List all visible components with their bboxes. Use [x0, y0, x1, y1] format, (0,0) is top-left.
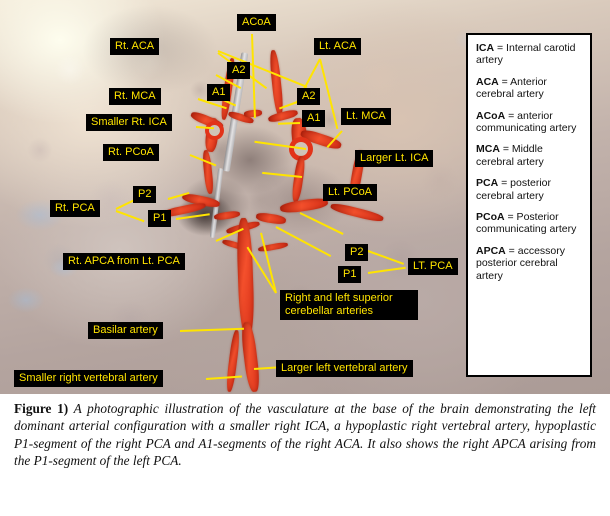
label-rt-apca: Rt. APCA from Lt. PCA [63, 253, 185, 270]
label-a1-right: A1 [302, 110, 326, 127]
legend-def-apca: = accessory posterior cerebral artery [476, 244, 565, 282]
legend-abbr-acoa: ACoA [476, 109, 506, 122]
legend-entry-aca: ACA = Anterior cerebral artery [476, 76, 582, 101]
label-rt-mca: Rt. MCA [109, 88, 161, 105]
legend-def-mca: = Middle cerebral artery [476, 143, 544, 168]
legend-abbr-aca: ACA [476, 75, 499, 88]
label-rt-aca: Rt. ACA [110, 38, 160, 55]
figure-caption-label: Figure 1) [14, 401, 69, 416]
legend-entry-mca: MCA = Middle cerebral artery [476, 143, 582, 168]
legend-abbr-mca: MCA [476, 143, 500, 156]
legend-abbr-apca: APCA [476, 244, 506, 257]
label-rt-pcoa: Rt. PCoA [103, 144, 159, 161]
label-lt-pcoa: Lt. PCoA [323, 184, 378, 201]
label-p2-left: P2 [133, 186, 157, 203]
label-p1-right: P1 [338, 266, 362, 283]
label-p2-right: P2 [345, 244, 369, 261]
label-lt-mca: Lt. MCA [341, 108, 391, 125]
label-smaller-right-vertebral: Smaller right vertebral artery [14, 370, 163, 387]
legend-entry-acoa: ACoA = anterior communicating artery [476, 110, 582, 135]
label-a2-left: A2 [227, 62, 251, 79]
label-lt-pca: LT. PCA [408, 258, 458, 275]
legend-entry-pca: PCA = posterior cerebral artery [476, 177, 582, 202]
legend-entry-ica: ICA = Internal carotid artery [476, 42, 582, 67]
brain-base-photograph: Rt. ACA ACoA Lt. ACA A2 A1 A2 A1 Rt. MCA… [0, 0, 610, 394]
label-acoa: ACoA [237, 14, 276, 31]
figure-caption: Figure 1) A photographic illustration of… [14, 400, 596, 470]
legend-abbr-pcoa: PCoA [476, 211, 505, 224]
legend-def-aca: = Anterior cerebral artery [476, 75, 547, 101]
legend-abbr-ica: ICA [476, 42, 495, 54]
legend-def-ica: = Internal carotid artery [476, 42, 576, 67]
legend-def-pcoa: = Posterior communicating artery [476, 211, 577, 236]
legend-entry-pcoa: PCoA = Posterior communicating artery [476, 211, 582, 236]
label-larger-lt-ica: Larger Lt. ICA [355, 150, 434, 167]
label-a1-left: A1 [207, 84, 231, 101]
legend-abbr-pca: PCA [476, 177, 499, 190]
label-lt-aca: Lt. ACA [314, 38, 362, 55]
label-basilar-artery: Basilar artery [88, 322, 163, 339]
legend-def-pca: = posterior cerebral artery [476, 177, 551, 202]
label-a2-right: A2 [297, 88, 321, 105]
legend-def-acoa: = anterior communicating artery [476, 109, 577, 135]
legend-entry-apca: APCA = accessory posterior cerebral arte… [476, 245, 582, 282]
label-larger-left-vertebral: Larger left vertebral artery [276, 360, 413, 377]
figure-caption-text: A photographic illustration of the vascu… [14, 401, 596, 469]
label-p1-left: P1 [148, 210, 172, 227]
abbreviation-legend-box: ICA = Internal carotid artery ACA = Ante… [466, 33, 592, 377]
label-rt-pca: Rt. PCA [50, 200, 100, 217]
label-superior-cerebellar: Right and left superior cerebellar arter… [280, 290, 418, 320]
label-smaller-rt-ica: Smaller Rt. ICA [86, 114, 172, 131]
vessel-right-ica-lumen [209, 125, 220, 136]
